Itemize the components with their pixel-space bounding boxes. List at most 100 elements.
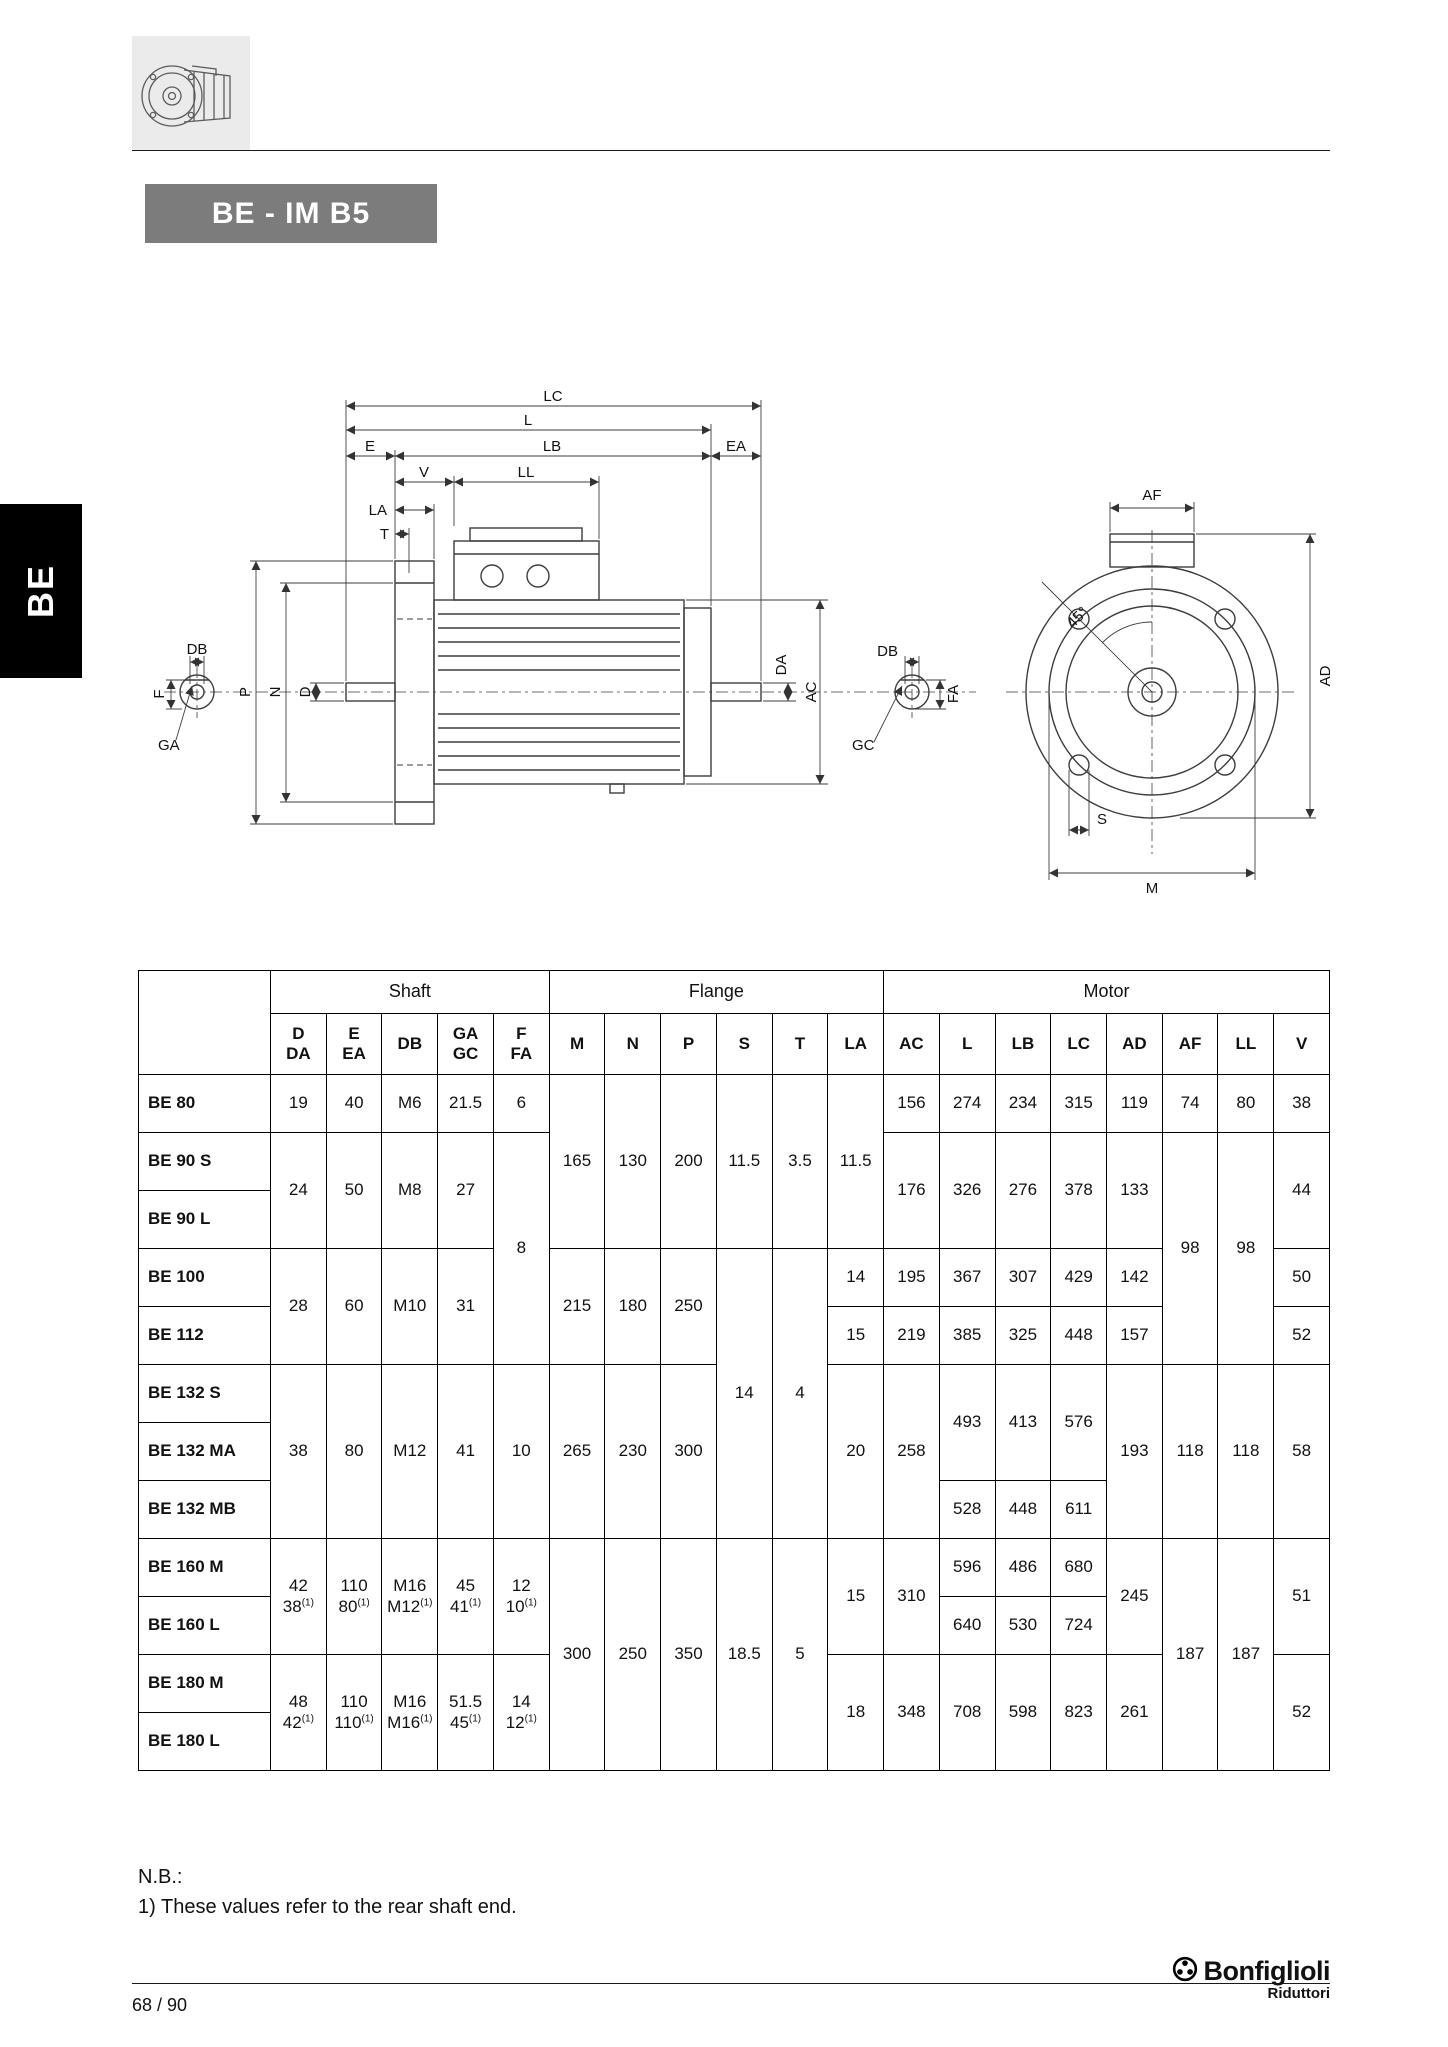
brand-subtitle: Riduttori [1267,1985,1330,2002]
column-header: LC [1050,1013,1108,1075]
side-tab: BE [0,504,82,678]
dim-label-m: M [1146,880,1159,897]
dimension-cell: 60 [325,1248,383,1365]
dimension-cell: 250 [660,1248,717,1365]
dimension-cell: 250 [604,1538,662,1771]
dimension-cell: 486 [994,1538,1052,1597]
dimension-cell: 5 [771,1538,829,1771]
dim-label-v: V [419,464,429,481]
bottom-rule [132,1983,1330,1984]
motor-thumbnail-drawing [141,65,231,127]
dimension-cell: 708 [938,1654,996,1771]
dimension-cell: 11.5 [715,1074,773,1249]
dimension-cell: 10 [492,1364,550,1539]
column-group-header: Shaft [270,970,550,1014]
dimension-cell: 230 [604,1364,662,1539]
dim-label-lb: LB [543,438,561,455]
table-row: BE 90 L [138,1190,1330,1249]
motor-thumbnail [132,36,250,150]
dimension-cell: 156 [883,1074,940,1133]
dimension-cell: 300 [660,1364,717,1539]
column-header: P [660,1013,717,1075]
dimension-cell: 823 [1050,1654,1108,1771]
dimension-cell: 14 [827,1248,885,1307]
dimension-cell: 130 [604,1074,662,1249]
dim-label-ll: LL [518,464,535,481]
notes-block: N.B.: 1) These values refer to the rear … [138,1862,517,1922]
dimension-cell: 19 [270,1074,327,1133]
dimension-cell: 142 [1106,1248,1163,1307]
column-group-header: Motor [883,970,1330,1014]
section-title-text: BE - IM B5 [211,196,371,230]
table-corner-cell [138,970,271,1075]
shaft-end-detail-front: DB F GA [151,641,215,754]
dimension-cell: 118 [1161,1364,1219,1539]
shaft-end-detail-rear: DB FA GC [852,643,962,754]
row-label: BE 132 MA [138,1422,271,1481]
dimension-cell: 11.5 [827,1074,885,1249]
dimension-cell: 187 [1217,1538,1275,1771]
dimension-cell: 28 [270,1248,327,1365]
dimension-cell: 133 [1106,1132,1163,1249]
dimension-cell: 165 [548,1074,606,1249]
dim-label-ad: AD [1317,665,1330,686]
table-row: BE 132 MA [138,1422,1330,1481]
dimension-cell: 52 [1273,1654,1330,1771]
dimension-cell: 274 [938,1074,996,1133]
column-header: AF [1161,1013,1219,1075]
dim-label-ea: EA [726,438,746,455]
dimension-cell: 40 [325,1074,383,1133]
dimension-cell: 51 [1273,1538,1330,1655]
dimension-cell: 265 [548,1364,606,1539]
dimension-cell: 80 [1217,1074,1275,1133]
dimension-cell: 15 [827,1538,885,1655]
nb-note-1: 1) These values refer to the rear shaft … [138,1896,517,1918]
dimension-cell: 193 [1106,1364,1163,1539]
row-label: BE 132 MB [138,1480,271,1539]
dimension-cell: 611 [1050,1480,1108,1539]
drawing-area: LC L E LB EA V LL LA T P N D DA AC [140,368,1334,928]
dim-label-s: S [1097,811,1107,828]
dimension-cell: 176 [883,1132,940,1249]
dimension-cell: 310 [883,1538,940,1655]
dim-label-ga: GA [158,737,180,754]
row-label: BE 90 L [138,1190,271,1249]
dimension-cell: 596 [938,1538,996,1597]
dimension-cell: 14 [715,1248,773,1539]
column-header: LB [994,1013,1052,1075]
dimension-cell: 528 [938,1480,996,1539]
dimension-cell: M12 [381,1364,439,1539]
row-label: BE 90 S [138,1132,271,1191]
column-header: AD [1106,1013,1163,1075]
dim-label-af: AF [1142,487,1161,504]
table-row: BE 180 L [138,1712,1330,1771]
dimension-cell: 119 [1106,1074,1163,1133]
dimension-cell: 6 [492,1074,550,1133]
column-header: V [1273,1013,1330,1075]
dimension-cell: 326 [938,1132,996,1249]
dim-label-lc: LC [543,388,562,405]
dimension-cell: 3.5 [771,1074,829,1249]
column-header: AC [883,1013,940,1075]
dimension-cell: 58 [1273,1364,1330,1539]
dimension-cell: 429 [1050,1248,1108,1307]
dim-label-n: N [267,687,284,698]
dimension-cell: 98 [1161,1132,1219,1365]
dimension-cell: 118 [1217,1364,1275,1539]
dimension-cell: 180 [604,1248,662,1365]
dimension-cell: 4 [771,1248,829,1539]
column-group-header: Flange [548,970,885,1014]
dimension-cell: 258 [883,1364,940,1539]
dim-label-la: LA [369,502,387,519]
column-header: S [715,1013,773,1075]
column-header: DB [381,1013,439,1075]
